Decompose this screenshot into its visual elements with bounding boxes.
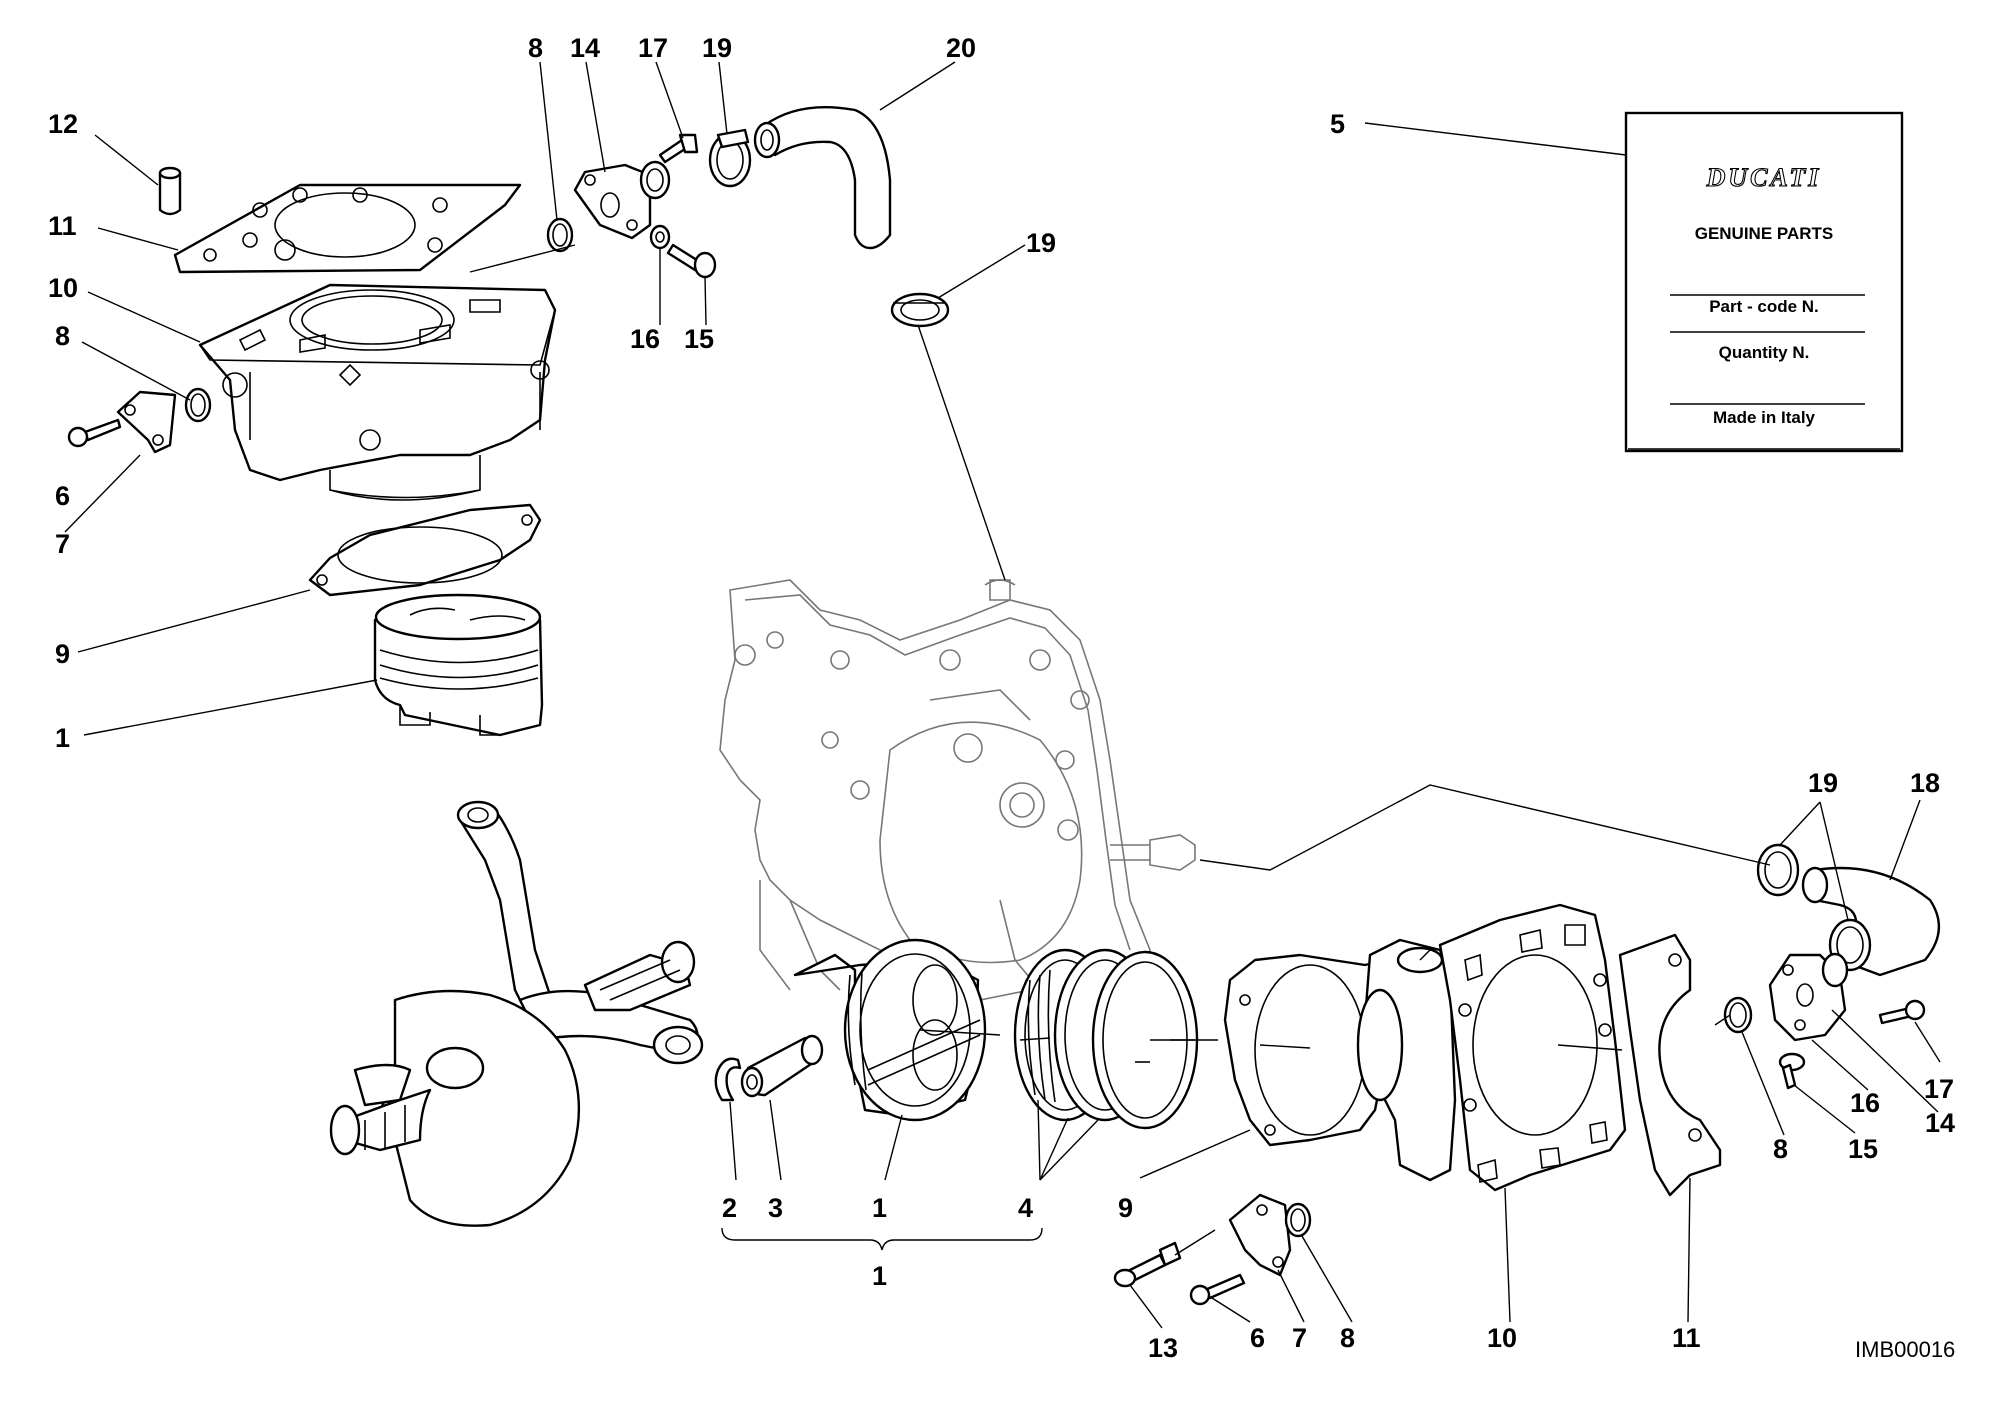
piston-circlip [714,1057,742,1102]
o-ring-bottom [1284,1202,1312,1238]
crankshaft-assembly [329,800,704,1227]
callout-6: 6 [55,481,70,511]
label-quantity: Quantity N. [1719,343,1810,362]
hose-clamp-right-a [1756,843,1800,897]
callout-4: 4 [1018,1193,1033,1223]
callout-8: 8 [528,33,543,63]
callout-1-group: 1 [872,1261,887,1291]
o-ring-top [546,217,574,253]
callout-11: 11 [48,211,77,241]
callout-10: 10 [48,273,78,303]
callout-14: 14 [570,33,600,63]
head-gasket-bottom [1438,903,1627,1192]
washer-and-screw [649,224,717,279]
coolant-hose-20 [753,105,892,250]
flange-screw-bottom [1189,1273,1246,1306]
o-ring [184,387,212,423]
label-made-in: Made in Italy [1713,408,1816,427]
callout-2: 2 [722,1193,737,1223]
callout-18: 18 [1910,768,1940,798]
piston-bottom [793,938,987,1122]
callout-7-bottom: 7 [1292,1323,1307,1353]
base-gasket-top [308,503,542,597]
piston-top [373,593,544,737]
outlet-flange [116,390,177,454]
hose-clamp-mid [890,292,950,328]
callout-9: 9 [55,639,70,669]
callout-1-piston: 1 [872,1193,887,1223]
callout-19-right: 19 [1808,768,1838,798]
callout-5: 5 [1330,109,1345,139]
water-outlet-bottom [1768,952,1849,1042]
bleed-fitting [1113,1241,1182,1288]
callout-8-left: 8 [55,321,70,351]
label-brand: DUCATI [1706,163,1822,192]
label-genuine-parts: GENUINE PARTS [1695,224,1834,243]
dowel-sleeve [158,166,182,216]
callout-11-bottom: 11 [1672,1323,1701,1353]
callout-20: 20 [946,33,976,63]
cylinder-top [198,283,557,501]
piston-pin [740,1034,824,1098]
callout-15-right: 15 [1848,1134,1878,1164]
callout-10-bottom: 10 [1487,1323,1517,1353]
callout-8-bottom: 8 [1340,1323,1355,1353]
callout-13: 13 [1148,1333,1178,1363]
cylinder-shield [1618,933,1722,1197]
callout-17: 17 [638,33,668,63]
callout-15: 15 [684,324,714,354]
piston-rings [1013,948,1199,1130]
engine-case-ghost [719,579,1196,1001]
water-outlet-top [573,160,671,240]
callout-16: 16 [630,324,660,354]
callout-16-right: 16 [1850,1088,1880,1118]
genuine-parts-label: DUCATI GENUINE PARTS Part - code N. Quan… [1624,111,1904,453]
head-gasket-top [173,183,522,274]
outlet-flange-bottom [1228,1193,1292,1277]
callout-12: 12 [48,109,78,139]
callout-1: 1 [55,723,70,753]
outlet-screw-right-17 [1878,999,1926,1025]
hose-clamp-top [708,128,752,188]
callout-6-bottom: 6 [1250,1323,1265,1353]
callout-labels: 8 14 17 19 20 12 11 10 8 6 7 9 1 16 15 1… [48,33,1955,1363]
washer-right-16 [1778,1052,1806,1090]
leader-lines [64,61,1941,1329]
callout-19: 19 [702,33,732,63]
callout-3: 3 [768,1193,783,1223]
figure-code: IMB00016 [1855,1337,1955,1362]
callout-19-mid: 19 [1026,228,1056,258]
label-part-code: Part - code N. [1709,297,1819,316]
callout-9-bottom: 9 [1118,1193,1133,1223]
callout-7: 7 [55,529,70,559]
callout-8-right: 8 [1773,1134,1788,1164]
flange-screw [67,418,122,448]
callout-14-right: 14 [1925,1108,1955,1138]
outlet-screw-17 [658,133,699,164]
callout-17-right: 17 [1924,1074,1954,1104]
